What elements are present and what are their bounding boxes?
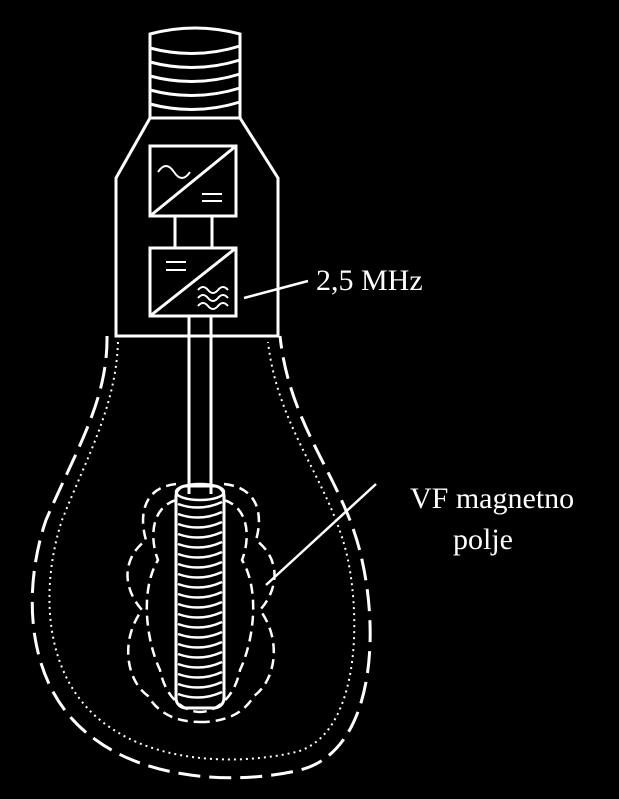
rf-wave-icon — [197, 286, 229, 310]
bulb-outer-outline — [30, 335, 372, 780]
magnetic-field-lines — [126, 482, 276, 724]
feed-rod — [187, 316, 213, 494]
coil-winding — [177, 620, 223, 629]
field-label-line1: VF magnetno — [410, 482, 574, 515]
coil-winding — [177, 550, 223, 559]
coil-winding — [177, 510, 223, 519]
field-label-line2: polje — [453, 523, 513, 556]
coil-winding — [177, 560, 223, 569]
converter-link — [173, 216, 214, 248]
ac-wave-icon — [157, 165, 191, 179]
coil-winding — [177, 660, 223, 669]
ballast-housing — [114, 116, 280, 338]
coil-winding — [177, 540, 223, 549]
coil-winding — [177, 670, 223, 679]
coil-winding — [177, 580, 223, 589]
screw-cap — [148, 26, 242, 120]
coil-winding — [177, 630, 223, 639]
frequency-label: 2,5 MHz — [316, 264, 423, 297]
coil-winding — [177, 650, 223, 659]
coil-winding — [177, 520, 223, 529]
dc-equals-icon — [202, 193, 222, 202]
rectifier-block — [148, 144, 238, 218]
induction-coil — [174, 482, 226, 710]
frequency-leader-line — [243, 279, 309, 300]
coil-winding — [177, 610, 223, 619]
coil-winding — [177, 570, 223, 579]
bulb-inner-outline — [48, 341, 356, 761]
coil-winding — [177, 640, 223, 649]
coil-winding — [177, 590, 223, 599]
rf-oscillator-block — [148, 246, 238, 318]
dc-equals-icon — [166, 261, 186, 271]
field-leader-line — [265, 483, 377, 586]
coil-winding — [177, 680, 223, 689]
coil-winding — [177, 600, 223, 609]
coil-winding — [177, 500, 223, 509]
coil-winding — [177, 530, 223, 539]
bulb-envelope — [30, 335, 372, 780]
coil-winding — [177, 690, 223, 699]
